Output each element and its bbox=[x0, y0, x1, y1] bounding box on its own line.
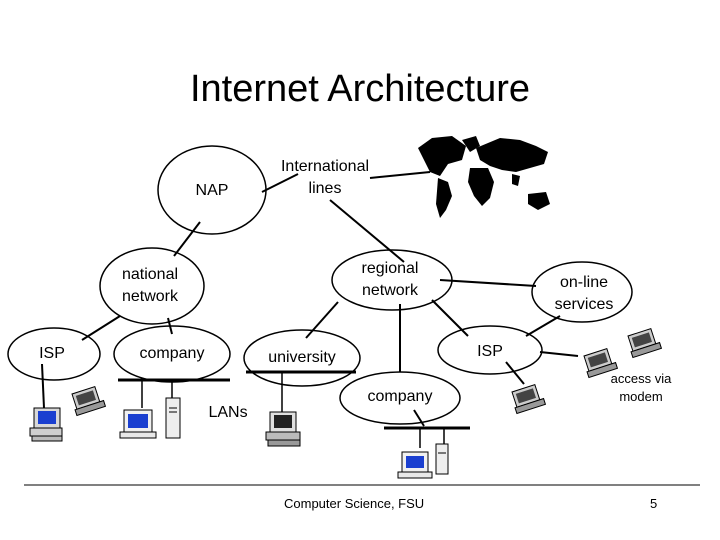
university-ellipse bbox=[243, 329, 361, 387]
desktop-computer-icon bbox=[265, 411, 301, 447]
network-ellipses bbox=[7, 145, 633, 425]
link-international-regional bbox=[329, 199, 405, 263]
footer-text: Computer Science, FSU bbox=[284, 496, 425, 511]
server-tower-icon bbox=[165, 397, 181, 439]
lan-bus-bars bbox=[118, 370, 470, 430]
national-network-ellipse bbox=[99, 247, 205, 325]
world-map-icon bbox=[418, 136, 550, 218]
workstation-icon bbox=[397, 451, 433, 479]
link-isp-right-laptop-1 bbox=[505, 361, 525, 385]
link-online-isp bbox=[525, 315, 561, 337]
link-isp-left-computer bbox=[41, 363, 45, 409]
link-regional-isp bbox=[431, 299, 469, 337]
node-isp-right-label: ISP bbox=[477, 343, 503, 360]
lan-drops bbox=[141, 372, 445, 448]
slide-title: Internet Architecture bbox=[189, 68, 531, 110]
node-company-left-label: company bbox=[139, 345, 205, 362]
online-services-ellipse bbox=[531, 261, 633, 323]
nap-ellipse bbox=[157, 145, 267, 235]
regional-network-ellipse bbox=[331, 249, 453, 311]
connection-lines bbox=[41, 171, 579, 427]
isp-left-ellipse bbox=[7, 327, 101, 381]
laptop-icon bbox=[583, 347, 619, 379]
desktop-computer-icon bbox=[29, 407, 63, 442]
node-company-right-label: company bbox=[367, 388, 433, 405]
node-isp-left-label: ISP bbox=[39, 345, 65, 362]
isp-right-ellipse bbox=[437, 325, 543, 375]
node-regional-label: regional network bbox=[361, 260, 419, 299]
link-nap-national bbox=[173, 221, 201, 257]
node-online-label: on-line services bbox=[554, 274, 614, 313]
link-company-lan-bus bbox=[413, 409, 425, 427]
node-modem-label: access via modem bbox=[610, 371, 672, 404]
node-lans-label: LANs bbox=[208, 404, 248, 421]
node-university-label: university bbox=[268, 349, 336, 366]
page-number: 5 bbox=[650, 496, 658, 511]
workstation-icon bbox=[119, 409, 157, 439]
laptop-icon bbox=[627, 327, 663, 359]
node-international-label: International lines bbox=[280, 158, 370, 197]
link-international-map bbox=[369, 171, 431, 179]
node-nap-label: NAP bbox=[195, 182, 229, 199]
laptop-icon bbox=[71, 385, 107, 417]
server-tower-icon bbox=[435, 443, 449, 475]
company-right-ellipse bbox=[339, 371, 461, 425]
node-national-label: national network bbox=[121, 266, 179, 305]
link-isp-right-laptop-2 bbox=[539, 351, 579, 357]
link-regional-university bbox=[305, 301, 339, 339]
laptop-icon bbox=[511, 383, 547, 415]
link-regional-online bbox=[439, 279, 537, 287]
link-nap-international bbox=[261, 173, 299, 193]
